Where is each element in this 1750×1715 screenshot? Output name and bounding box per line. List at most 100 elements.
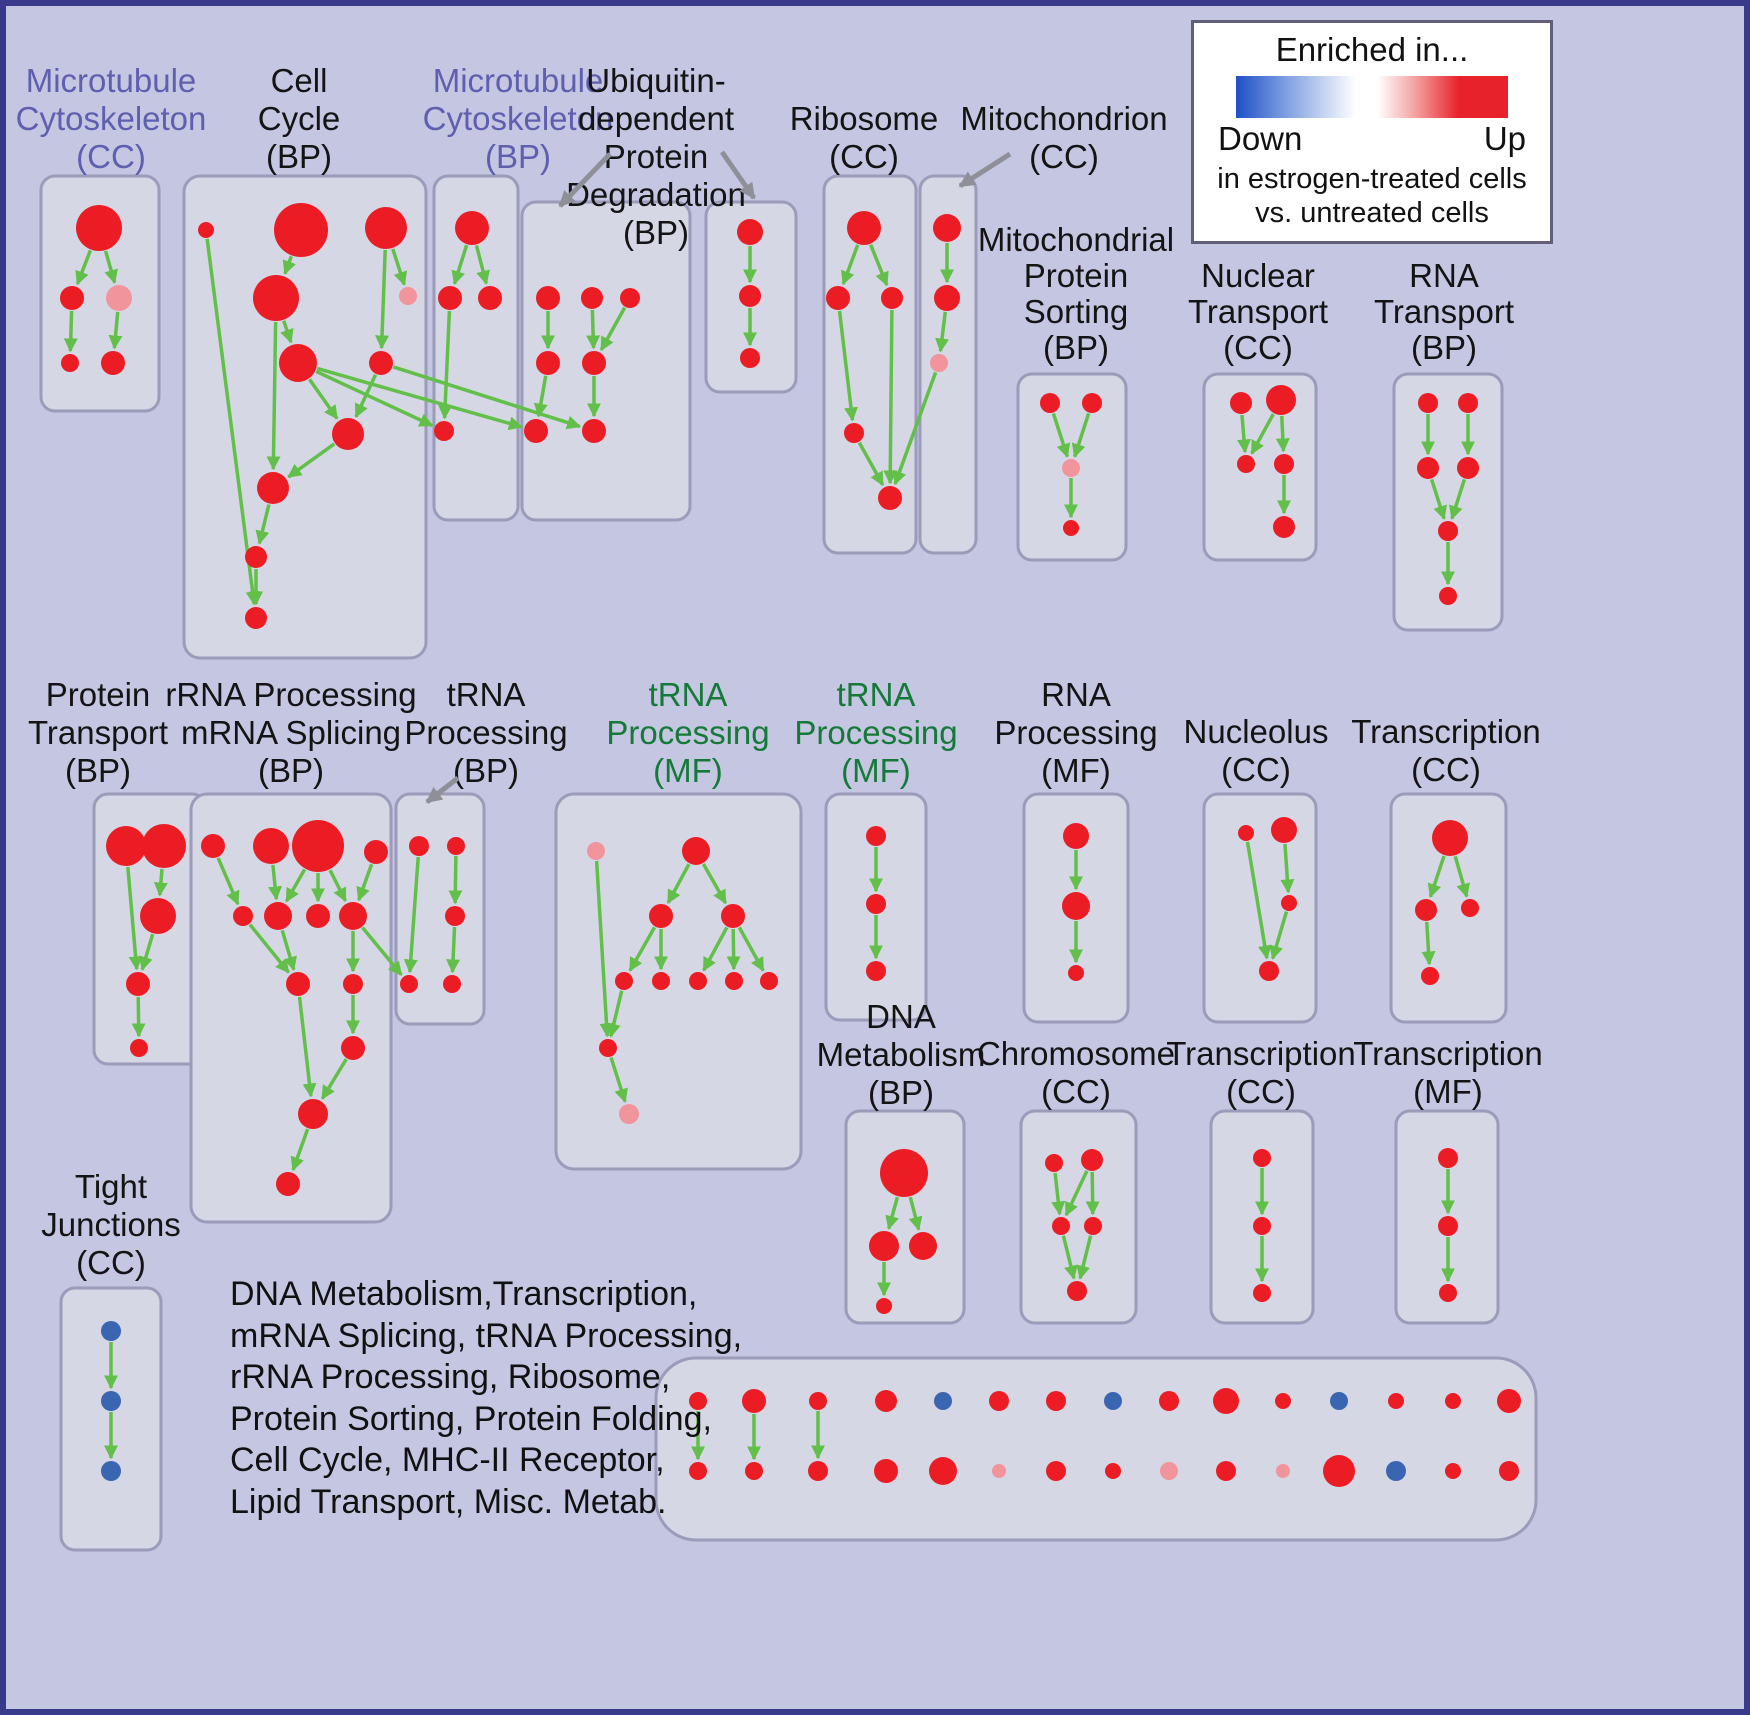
node-transcription-cc-2 bbox=[1253, 1149, 1271, 1167]
edge-chromosome-cc bbox=[1061, 1235, 1078, 1280]
edge-rna-transport-bp bbox=[1429, 478, 1447, 520]
node-misc-cluster bbox=[875, 1390, 897, 1412]
cluster-box-rrna-processing-mrna-splicing-bp bbox=[189, 792, 393, 1224]
node-trna-processing-mf bbox=[725, 972, 743, 990]
node-microtubule-cytoskeleton-bp bbox=[438, 286, 462, 310]
legend-title: Enriched in... bbox=[1275, 31, 1469, 68]
edge-trna-processing-bp bbox=[448, 855, 463, 905]
node-dna-metabolism-bp bbox=[876, 1298, 892, 1314]
edge-microtubule-cytoskeleton-bp bbox=[438, 310, 453, 420]
legend-gradient-bar bbox=[1236, 76, 1508, 118]
cluster-label-transcription-mf: (MF) bbox=[1413, 1073, 1483, 1110]
cluster-label-microtubule-cytoskeleton-bp: Microtubule bbox=[433, 62, 604, 99]
cluster-label-dna-metabolism-bp: (BP) bbox=[868, 1074, 934, 1111]
cluster-label-nucleolus-cc: Nucleolus bbox=[1184, 713, 1329, 750]
cluster-label-mitochondrial-protein-sorting-bp: (BP) bbox=[1043, 329, 1109, 366]
edge-dna-metabolism-bp bbox=[908, 1196, 923, 1231]
node-misc-cluster bbox=[929, 1457, 957, 1485]
edge-protein-transport-bp bbox=[139, 933, 155, 971]
node-rrna-processing-mrna-splicing-bp bbox=[264, 902, 292, 930]
edge-trna-processing-mf bbox=[628, 926, 657, 972]
edge-ribosome-cc bbox=[869, 244, 889, 287]
node-ubiquitin-dependent-protein-degradation-bp-2 bbox=[739, 285, 761, 307]
cluster-label-ubiquitin-dependent-protein-degradation-bp: Ubiquitin- bbox=[586, 62, 725, 99]
node-cell-cycle-bp bbox=[279, 344, 317, 382]
edge-microtubule-cytoskeleton-cc bbox=[108, 311, 123, 350]
cluster-box-mitochondrion-cc bbox=[918, 174, 978, 555]
legend-down-label: Down bbox=[1218, 120, 1303, 157]
caption-line: Protein Sorting, Protein Folding, bbox=[230, 1399, 712, 1438]
edge-cell-cycle-bp bbox=[266, 321, 281, 471]
cluster-label-microtubule-cytoskeleton-cc: Microtubule bbox=[26, 62, 197, 99]
node-protein-transport-bp bbox=[126, 972, 150, 996]
edge-cell-cycle-bp bbox=[205, 238, 260, 606]
node-dna-metabolism-bp bbox=[869, 1231, 899, 1261]
legend-axis-labels: Down Up bbox=[1218, 120, 1526, 158]
node-misc-cluster bbox=[934, 1392, 952, 1410]
cross-edge bbox=[892, 371, 938, 486]
misc-cluster-caption: DNA Metabolism,Transcription, mRNA Splic… bbox=[230, 1274, 742, 1523]
cluster-label-rna-processing-mf: (MF) bbox=[1041, 752, 1111, 789]
node-rna-transport-bp bbox=[1458, 393, 1478, 413]
callout-arrow bbox=[558, 152, 612, 208]
cluster-label-cell-cycle-bp: Cell bbox=[271, 62, 328, 99]
node-cell-cycle-bp bbox=[332, 418, 364, 450]
cluster-label-ubiquitin-dependent-protein-degradation-bp: Protein bbox=[604, 138, 709, 175]
node-ubiquitin-dependent-protein-degradation-bp bbox=[536, 286, 560, 310]
edge-ribosome-cc bbox=[857, 441, 885, 487]
cluster-label-trna-processing-mf-2: Processing bbox=[794, 714, 957, 751]
node-misc-cluster bbox=[689, 1392, 707, 1410]
node-rna-processing-mf bbox=[1068, 965, 1084, 981]
node-trna-processing-bp bbox=[447, 837, 465, 855]
edge-cell-cycle-bp bbox=[255, 504, 271, 545]
node-protein-transport-bp bbox=[130, 1039, 148, 1057]
node-rrna-processing-mrna-splicing-bp bbox=[343, 974, 363, 994]
edge-microtubule-cytoskeleton-bp bbox=[474, 244, 490, 285]
edge-transcription-cc bbox=[1427, 855, 1446, 899]
edge-cell-cycle-bp bbox=[391, 248, 408, 286]
callout-arrow bbox=[719, 150, 757, 200]
node-nuclear-transport-cc bbox=[1273, 516, 1295, 538]
node-trna-processing-mf-2 bbox=[866, 961, 886, 981]
node-misc-cluster bbox=[1445, 1463, 1461, 1479]
cluster-label-tight-junctions-cc: (CC) bbox=[76, 1244, 146, 1281]
node-trna-processing-bp bbox=[443, 975, 461, 993]
node-ubiquitin-dependent-protein-degradation-bp bbox=[582, 351, 606, 375]
node-rna-processing-mf bbox=[1062, 892, 1090, 920]
edge-chromosome-cc bbox=[1076, 1235, 1093, 1280]
cluster-label-nuclear-transport-cc: (CC) bbox=[1223, 329, 1293, 366]
node-dna-metabolism-bp bbox=[909, 1232, 937, 1260]
node-mitochondrion-cc bbox=[933, 214, 961, 242]
cluster-label-chromosome-cc: (CC) bbox=[1041, 1073, 1111, 1110]
node-misc-cluster bbox=[1276, 1464, 1290, 1478]
cross-edge bbox=[361, 926, 403, 976]
node-ubiquitin-dependent-protein-degradation-bp-2 bbox=[737, 219, 763, 245]
node-trna-processing-mf bbox=[760, 972, 778, 990]
cluster-label-dna-metabolism-bp: DNA bbox=[866, 998, 936, 1035]
node-mitochondrial-protein-sorting-bp bbox=[1062, 459, 1080, 477]
cluster-label-rna-processing-mf: RNA bbox=[1041, 676, 1111, 713]
node-rrna-processing-mrna-splicing-bp bbox=[364, 840, 388, 864]
node-trna-processing-mf bbox=[587, 842, 605, 860]
node-trna-processing-mf-2 bbox=[866, 826, 886, 846]
node-trna-processing-mf bbox=[599, 1039, 617, 1057]
node-rrna-processing-mrna-splicing-bp bbox=[286, 972, 310, 996]
node-misc-cluster bbox=[1323, 1455, 1355, 1487]
edge-trna-processing-mf bbox=[701, 863, 728, 905]
node-microtubule-cytoskeleton-cc bbox=[60, 286, 84, 310]
node-ubiquitin-dependent-protein-degradation-bp bbox=[582, 419, 606, 443]
edge-protein-transport-bp bbox=[126, 866, 143, 971]
edge-cell-cycle-bp bbox=[308, 378, 339, 420]
node-misc-cluster bbox=[874, 1459, 898, 1483]
edge-trna-processing-mf bbox=[609, 1056, 628, 1103]
node-rna-processing-mf bbox=[1063, 823, 1089, 849]
node-nucleolus-cc bbox=[1259, 961, 1279, 981]
node-chromosome-cc bbox=[1045, 1154, 1063, 1172]
node-ubiquitin-dependent-protein-degradation-bp bbox=[524, 419, 548, 443]
cluster-label-mitochondrion-cc: Mitochondrion bbox=[960, 100, 1167, 137]
node-chromosome-cc bbox=[1084, 1217, 1102, 1235]
cluster-label-protein-transport-bp: (BP) bbox=[65, 752, 131, 789]
node-misc-cluster bbox=[1159, 1391, 1179, 1411]
node-rrna-processing-mrna-splicing-bp bbox=[298, 1099, 328, 1129]
node-ribosome-cc bbox=[847, 211, 881, 245]
